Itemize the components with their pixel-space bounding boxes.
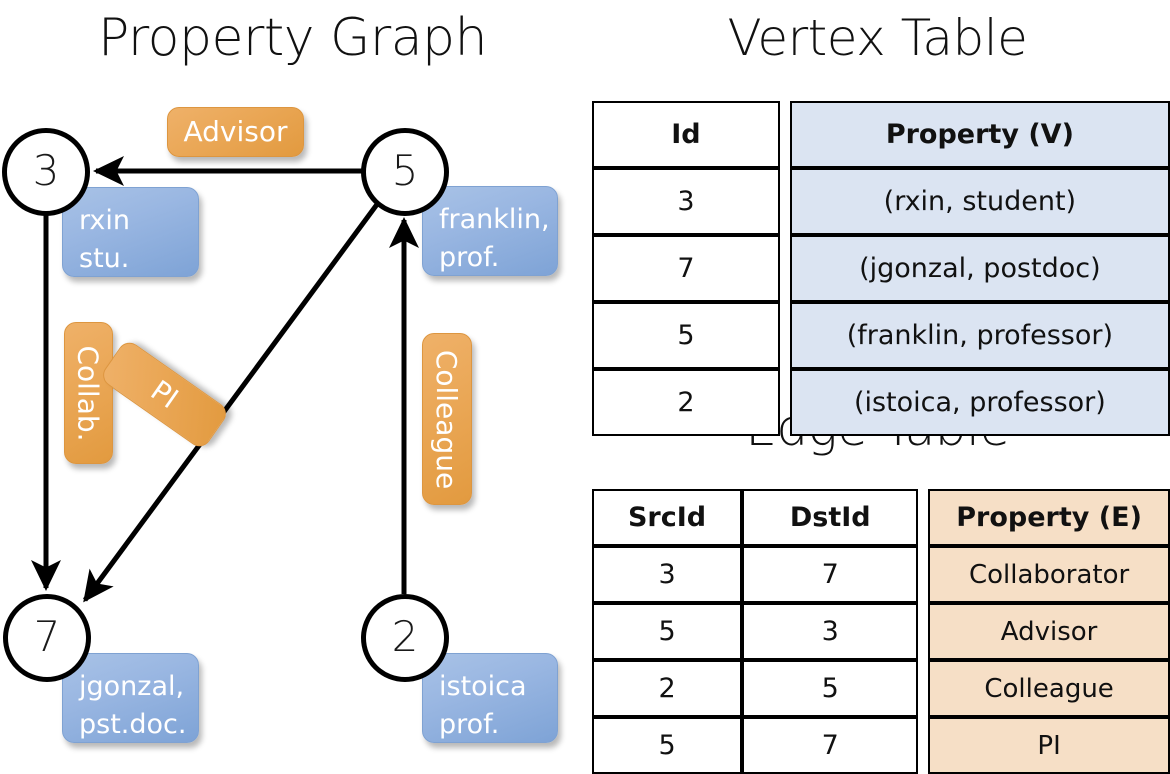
- graph-node-2-label: 2: [391, 612, 419, 661]
- node-property-box-3-text: rxin stu.: [79, 205, 130, 274]
- edge-cell-srcid: 5: [592, 603, 743, 660]
- edge-cell-dstid: 7: [742, 546, 919, 603]
- edge-table-header-row: SrcId DstId Property (E): [592, 489, 1170, 546]
- vertex-table-column-gap: [780, 101, 790, 168]
- graph-edge-arrows: [31, 156, 419, 603]
- edge-label-colleague-text: Colleague: [430, 349, 464, 489]
- vertex-table-column-gap: [780, 235, 790, 302]
- vertex-cell-property: (jgonzal, postdoc): [789, 235, 1170, 302]
- vertex-cell-property: (istoica, professor): [789, 369, 1170, 436]
- edge-table: SrcId DstId Property (E) 3 7 Collaborato…: [592, 489, 1170, 774]
- edge-label-advisor-text: Advisor: [183, 115, 288, 148]
- vertex-cell-id: 7: [592, 235, 780, 302]
- edge-cell-property: PI: [928, 717, 1170, 774]
- node-property-box-2: istoica prof.: [422, 653, 558, 743]
- vertex-table-column-gap: [780, 369, 790, 436]
- graph-node-7[interactable]: 7: [3, 594, 91, 682]
- edge-cell-srcid: 3: [592, 546, 743, 603]
- node-property-box-2-text: istoica prof.: [439, 671, 527, 740]
- vertex-table-column-gap: [780, 168, 790, 235]
- vertex-cell-property: (rxin, student): [789, 168, 1170, 235]
- page-title-property-graph: Property Graph: [97, 8, 488, 68]
- property-graph-diagram: Advisor Collab. PI Colleague rxin stu. f…: [0, 0, 585, 760]
- vertex-cell-id: 3: [592, 168, 780, 235]
- vertex-table-header-row: Id Property (V): [592, 101, 1170, 168]
- edge-cell-property: Collaborator: [928, 546, 1170, 603]
- graph-node-3-label: 3: [32, 146, 60, 195]
- edge-label-colleague: Colleague: [422, 333, 472, 505]
- edge-table-header-property: Property (E): [928, 489, 1170, 546]
- edge-cell-dstid: 3: [742, 603, 919, 660]
- vertex-table-header-property: Property (V): [789, 101, 1170, 168]
- edge-label-collab-text: Collab.: [72, 344, 106, 442]
- edge-cell-dstid: 7: [742, 717, 919, 774]
- node-property-box-5: franklin, prof.: [422, 186, 558, 276]
- edge-label-advisor: Advisor: [167, 107, 304, 157]
- table-row: 7 (jgonzal, postdoc): [592, 235, 1170, 302]
- table-row: 2 (istoica, professor): [592, 369, 1170, 436]
- vertex-table-column-gap: [780, 302, 790, 369]
- edge-table-column-gap: [918, 717, 928, 774]
- edge-table-header-dstid: DstId: [742, 489, 919, 546]
- edge-table-column-gap: [918, 546, 928, 603]
- edge-table-column-gap: [918, 660, 928, 717]
- node-property-box-7: jgonzal, pst.doc.: [62, 653, 199, 743]
- vertex-cell-id: 2: [592, 369, 780, 436]
- vertex-cell-id: 5: [592, 302, 780, 369]
- edge-cell-srcid: 5: [592, 717, 743, 774]
- edge-cell-dstid: 5: [742, 660, 919, 717]
- node-property-box-7-text: jgonzal, pst.doc.: [79, 671, 187, 740]
- node-property-box-3: rxin stu.: [62, 187, 199, 277]
- table-row: 5 3 Advisor: [592, 603, 1170, 660]
- edge-label-collab: Collab.: [64, 322, 113, 464]
- vertex-table-header-id: Id: [592, 101, 780, 168]
- table-row: 5 (franklin, professor): [592, 302, 1170, 369]
- edge-cell-property: Colleague: [928, 660, 1170, 717]
- edge-cell-srcid: 2: [592, 660, 743, 717]
- edge-table-header-srcid: SrcId: [592, 489, 743, 546]
- vertex-cell-property: (franklin, professor): [789, 302, 1170, 369]
- graph-node-5[interactable]: 5: [361, 128, 449, 216]
- table-row: 3 7 Collaborator: [592, 546, 1170, 603]
- edge-5-to-7-pi: [82, 201, 381, 603]
- edge-cell-property: Advisor: [928, 603, 1170, 660]
- graph-node-2[interactable]: 2: [361, 594, 449, 682]
- graph-node-7-label: 7: [33, 612, 61, 661]
- graph-node-3[interactable]: 3: [2, 128, 90, 216]
- node-property-box-5-text: franklin, prof.: [439, 204, 550, 273]
- table-row: 2 5 Colleague: [592, 660, 1170, 717]
- page-title-vertex-table: Vertex Table: [727, 9, 1028, 67]
- vertex-table: Id Property (V) 3 (rxin, student) 7 (jgo…: [592, 101, 1170, 436]
- edge-table-column-gap: [918, 489, 928, 546]
- table-row: 3 (rxin, student): [592, 168, 1170, 235]
- graph-node-5-label: 5: [391, 146, 419, 195]
- edge-table-column-gap: [918, 603, 928, 660]
- table-row: 5 7 PI: [592, 717, 1170, 774]
